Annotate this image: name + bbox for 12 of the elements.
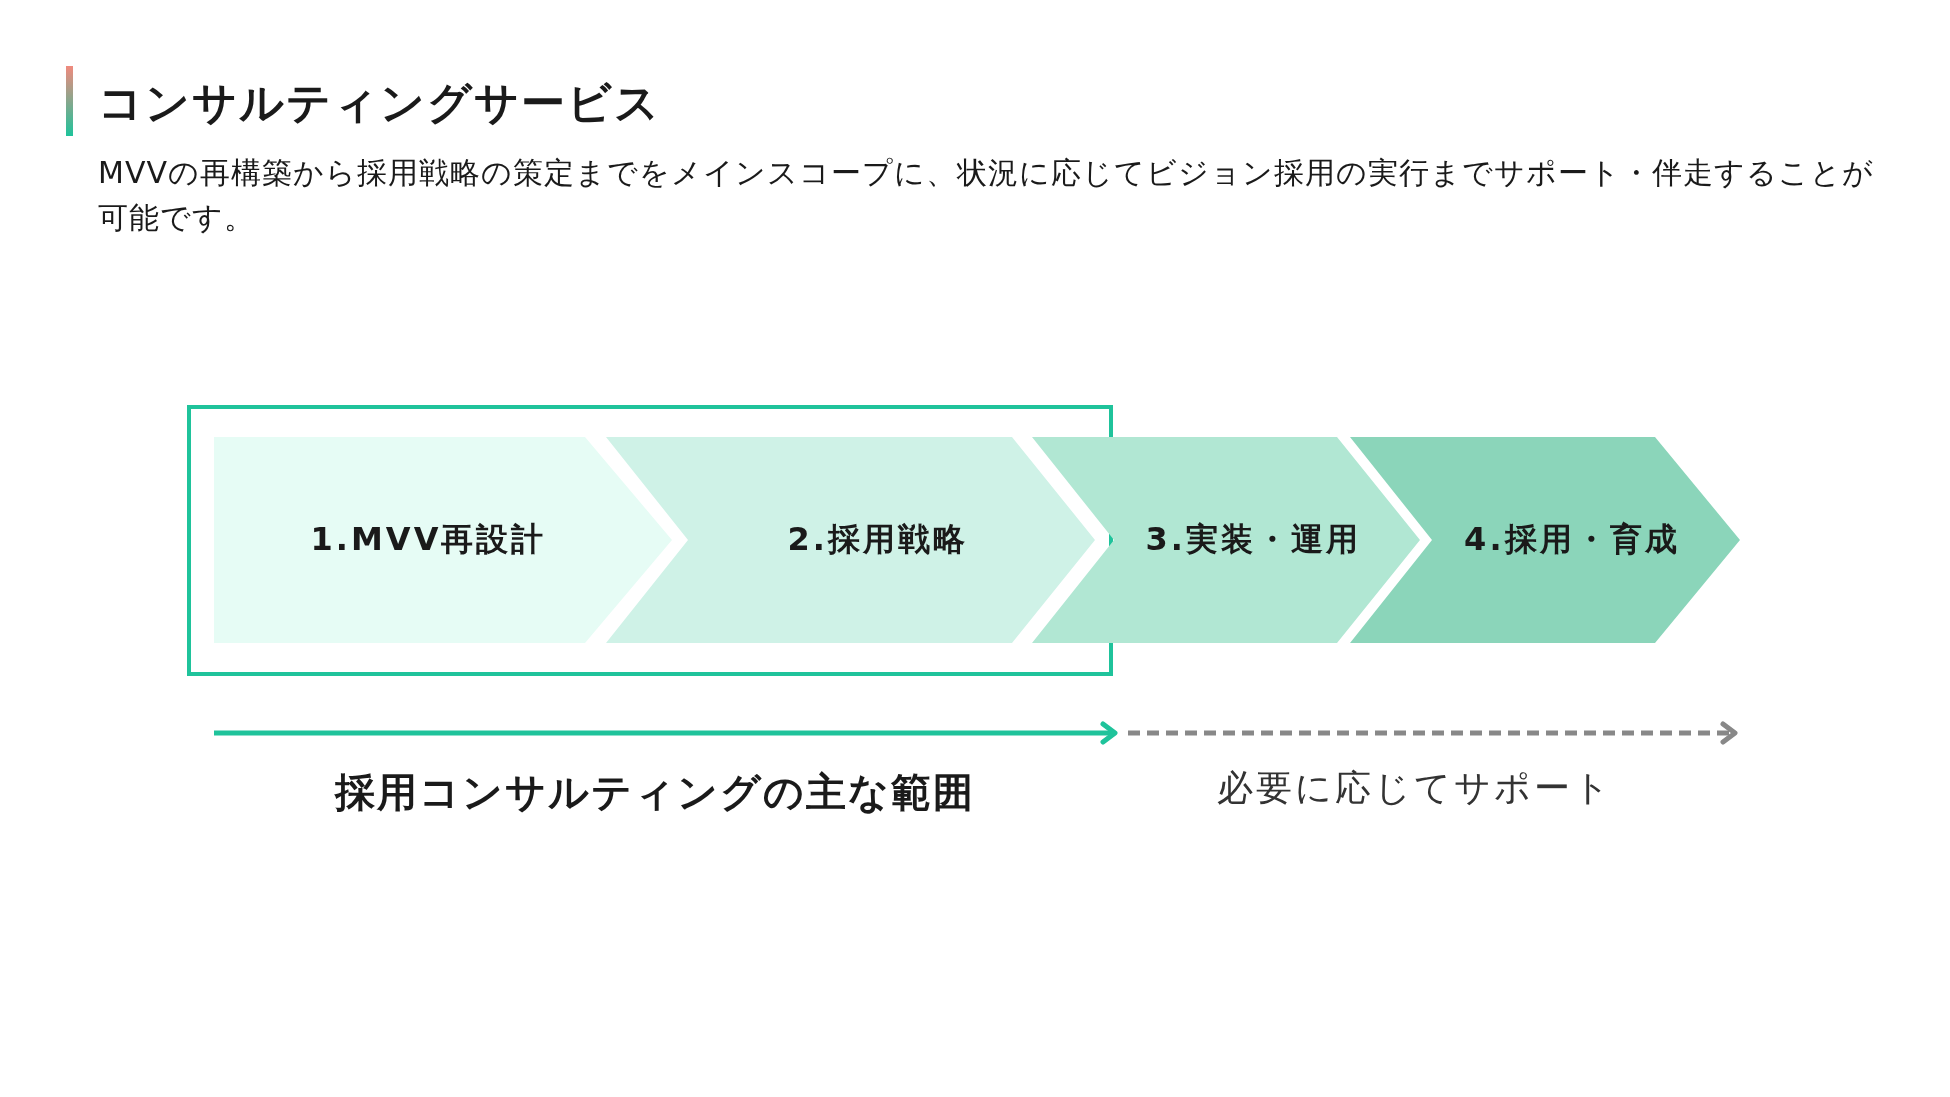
chevron-step [214, 437, 672, 643]
range-frame [187, 405, 1113, 676]
chevron-step [1032, 437, 1420, 643]
step-label: 4.採用・育成 [1464, 519, 1680, 560]
title: コンサルティングサービス [98, 76, 661, 130]
step-label: 2.採用戦略 [787, 519, 968, 560]
range-label: 必要に応じてサポート [1217, 765, 1613, 810]
chevron-step [606, 437, 1095, 643]
description: MVVの再構築から採用戦略の策定までをメインスコープに、状況に応じてビジョン採用の実行までサポート・伴走することが可能です。 [98, 154, 1875, 237]
step-label: 3.実装・運用 [1145, 519, 1361, 560]
range-label: 採用コンサルティングの主な範囲 [335, 767, 975, 817]
step-label: 1.MVV再設計 [310, 519, 547, 560]
